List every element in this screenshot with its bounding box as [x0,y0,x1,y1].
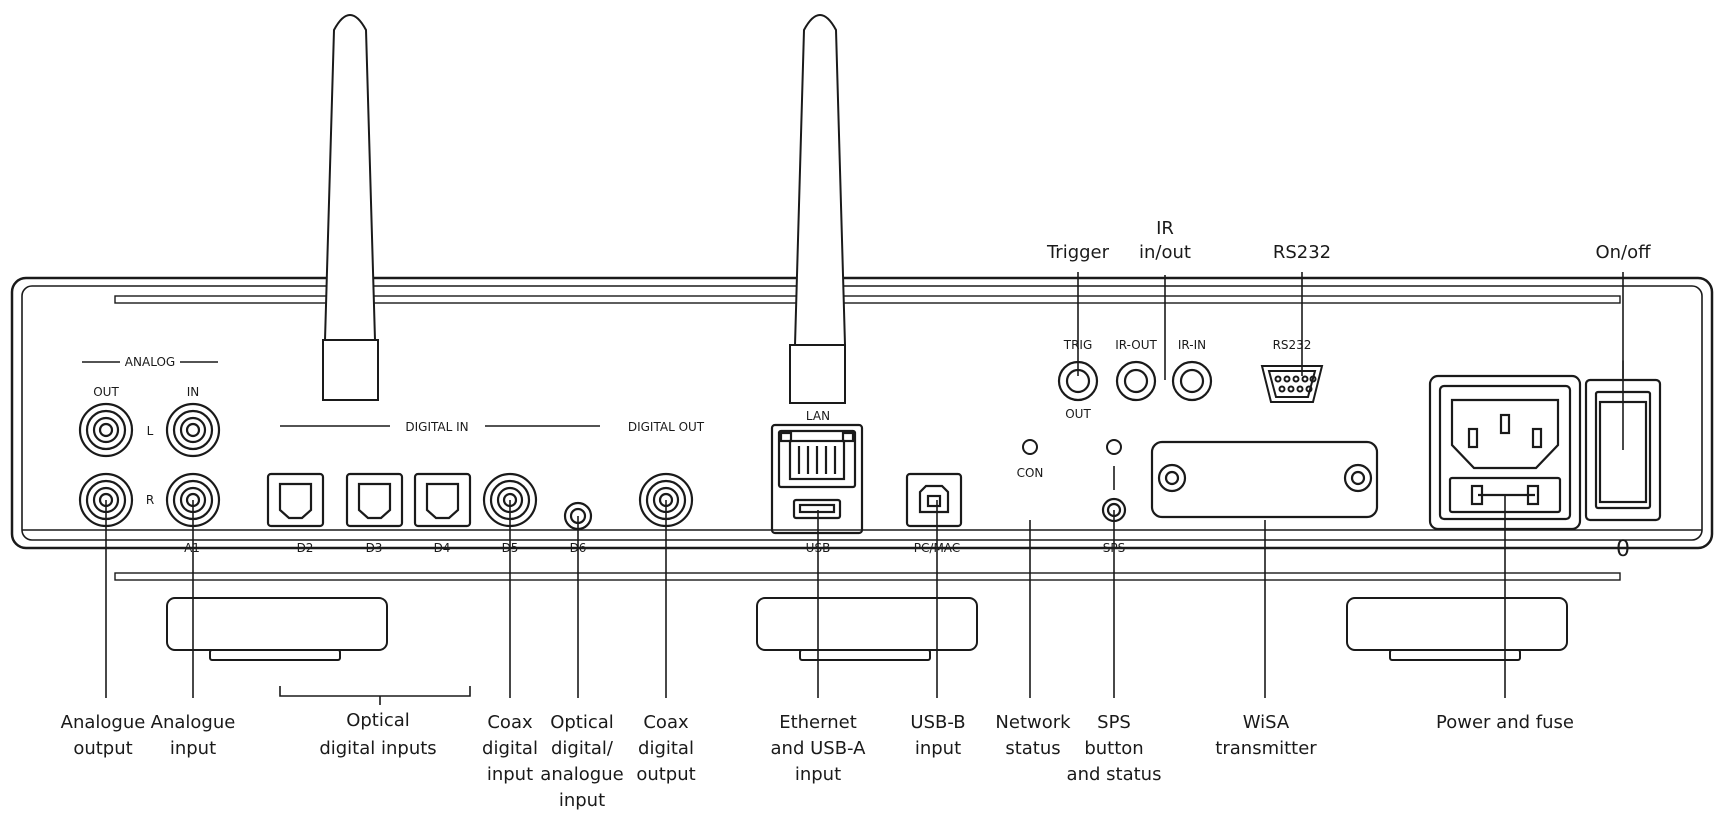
callout-coax-output-line2: digital [638,738,694,759]
bottom-callouts: Analogue output Analogue input Optical d… [61,710,1574,811]
callout-analogue-input-line1: Analogue [151,712,236,733]
a1-label: A1 [184,541,200,555]
lan-label: LAN [806,409,830,423]
leader-lines [105,272,1624,705]
optical-input-d2 [266,472,325,528]
trig-out-label: OUT [1065,407,1091,421]
callout-ethernet-line2: and USB-A [771,738,867,759]
callout-sps-line1: SPS [1097,712,1131,733]
ir-in-label: IR-IN [1178,338,1206,352]
callout-trigger: Trigger [1046,242,1110,263]
network-status-led [1022,439,1038,455]
callout-analogue-input-line2: input [170,738,216,759]
switch-off-mark: 0 [1616,537,1630,562]
trigger-ir-section: TRIG OUT IR-OUT IR-IN [1057,338,1213,421]
callout-optical-analogue-line1: Optical [550,712,614,733]
channel-left-label: L [147,424,154,438]
callout-sps-line3: and status [1067,764,1162,785]
rs232-panel-label: RS232 [1273,338,1312,352]
optical-input-d4 [413,472,472,528]
feet [166,597,1568,661]
callout-coax-input-line3: input [487,764,533,785]
callout-network-status-line1: Network [995,712,1071,733]
digital-in-header: DIGITAL IN [405,420,468,434]
analog-in-label: IN [187,385,200,399]
analog-header: ANALOG [125,355,175,369]
wisa-transmitter [1150,440,1379,519]
rca-in-left [165,402,221,458]
callout-ir-line2: in/out [1139,242,1191,263]
rs232-port [1260,365,1324,403]
callout-usb-b-line2: input [915,738,961,759]
channel-right-label: R [146,493,154,507]
analog-out-label: OUT [93,385,119,399]
ir-in-jack [1171,360,1213,402]
antenna-right [789,14,847,404]
digital-out-header: DIGITAL OUT [628,420,705,434]
rca-out-left [78,402,134,458]
callout-onoff: On/off [1595,242,1651,263]
callout-optical-analogue-line4: input [559,790,605,811]
callout-wisa-line1: WiSA [1243,712,1290,733]
callout-coax-output-line3: output [636,764,695,785]
callout-coax-output-line1: Coax [643,712,689,733]
callout-coax-input-line1: Coax [487,712,533,733]
d3-label: D3 [366,541,383,555]
callout-optical-analogue-line2: digital/ [551,738,614,759]
con-label: CON [1017,466,1044,480]
optical-input-d3 [345,472,404,528]
usb-b-port [905,472,963,528]
callout-optical-inputs-line2: digital inputs [319,738,436,759]
d2-label: D2 [297,541,314,555]
callout-ir-line1: IR [1156,218,1174,239]
callout-power-fuse: Power and fuse [1436,712,1574,733]
callout-ethernet-line1: Ethernet [779,712,857,733]
callout-analogue-output-line1: Analogue [61,712,146,733]
callout-ethernet-line3: input [795,764,841,785]
analog-section: ANALOG OUT IN L R A1 [78,355,221,555]
callout-optical-analogue-line3: analogue [540,764,623,785]
rs232-section: RS232 [1260,338,1324,403]
callout-coax-input-line2: digital [482,738,538,759]
callout-sps-line2: button [1084,738,1143,759]
digital-in-section: DIGITAL IN D2 D3 D4 D5 D6 [266,420,600,555]
callout-wisa-line2: transmitter [1215,738,1317,759]
antenna-left [322,14,379,401]
lan-usb-section: LAN USB [770,409,864,555]
callout-network-status-line2: status [1005,738,1060,759]
usb-a-port [792,498,842,520]
network-status-section: CON [1017,439,1044,480]
callout-usb-b-line1: USB-B [910,712,965,733]
usb-b-section: PC/MAC [905,472,963,555]
top-callouts: Trigger IR in/out RS232 On/off [1046,218,1651,263]
ir-out-label: IR-OUT [1115,338,1157,352]
callout-rs232: RS232 [1273,242,1331,263]
sps-led [1106,439,1122,455]
digital-out-section: DIGITAL OUT [628,420,705,528]
ir-out-jack [1115,360,1157,402]
ethernet-port [770,423,864,535]
callout-analogue-output-line2: output [73,738,132,759]
chassis [10,276,1714,581]
callout-optical-inputs-line1: Optical [346,710,410,731]
d4-label: D4 [434,541,451,555]
